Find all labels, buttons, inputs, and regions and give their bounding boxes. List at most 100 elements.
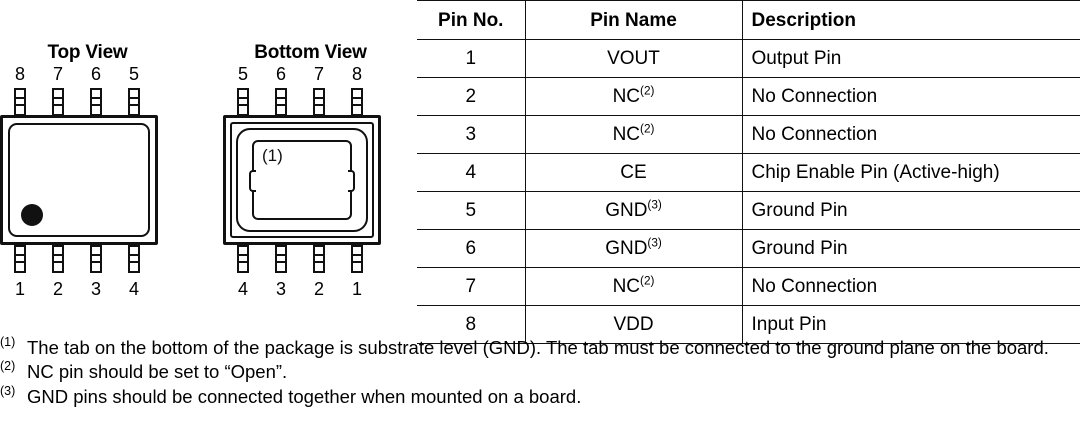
bottom-view-lead-1 xyxy=(351,245,363,273)
top-view-lead-7 xyxy=(52,88,64,116)
cell-pin-name: NC(2) xyxy=(525,77,743,116)
top-view-diagram: Top View 8 7 6 5 1 2 3 4 xyxy=(0,0,192,320)
pin-description-table: Pin No. Pin Name Description 1 VOUT Output… xyxy=(417,0,1080,344)
cell-pin-name: NC(2) xyxy=(525,267,743,306)
table-row: 8 VDD Input Pin xyxy=(417,305,1080,344)
cell-pin-no: 5 xyxy=(417,191,526,230)
bottom-view-pin-label-5: 5 xyxy=(237,64,248,84)
bottom-view-pin-label-4: 4 xyxy=(237,279,248,299)
cell-pin-name: VOUT xyxy=(525,39,743,78)
cell-description: Chip Enable Pin (Active-high) xyxy=(742,153,1080,192)
cell-description: No Connection xyxy=(742,115,1080,154)
table-row: 1 VOUT Output Pin xyxy=(417,39,1080,78)
bottom-view-pin-label-7: 7 xyxy=(313,64,324,84)
cell-pin-no: 4 xyxy=(417,153,526,192)
top-view-package-body xyxy=(0,115,158,245)
cell-description: Ground Pin xyxy=(742,191,1080,230)
pin-name-footnote-ref: (2) xyxy=(640,84,655,98)
table-header-row: Pin No. Pin Name Description xyxy=(417,0,1080,40)
pin-name-footnote-ref: (3) xyxy=(647,236,662,250)
footnote-text: NC pin should be set to “Open”. xyxy=(27,361,288,383)
cell-description: No Connection xyxy=(742,267,1080,306)
bottom-view-package-body: (1) xyxy=(223,115,381,245)
footnote-marker: (3) xyxy=(0,383,16,398)
column-header-pin-name: Pin Name xyxy=(525,0,743,40)
bottom-view-lead-5 xyxy=(237,88,249,116)
footnote-marker: (2) xyxy=(0,359,16,374)
top-view-lead-5 xyxy=(128,88,140,116)
pin-name-text: GND xyxy=(605,238,648,259)
top-view-lead-4 xyxy=(128,245,140,273)
footnote-marker: (1) xyxy=(0,335,16,349)
cell-pin-no: 3 xyxy=(417,115,526,154)
thermal-tab-notch-right xyxy=(348,170,355,192)
bottom-view-title: Bottom View xyxy=(254,42,367,63)
cell-pin-no: 1 xyxy=(417,39,526,78)
pin-name-footnote-ref: (2) xyxy=(640,122,655,136)
pin-name-text: NC xyxy=(612,124,641,145)
bottom-view-lead-3 xyxy=(275,245,287,273)
thermal-tab-footnote-ref: (1) xyxy=(262,146,283,165)
top-view-pin-label-8: 8 xyxy=(14,64,25,84)
footnote: (1) The tab on the bottom of the package … xyxy=(0,335,1080,359)
top-view-pin-label-6: 6 xyxy=(90,64,101,84)
cell-pin-no: 7 xyxy=(417,267,526,306)
table-row: 4 CE Chip Enable Pin (Active-high) xyxy=(417,153,1080,192)
bottom-view-pin-label-2: 2 xyxy=(313,279,324,299)
cell-description: Ground Pin xyxy=(742,229,1080,268)
cell-pin-no: 8 xyxy=(417,305,526,344)
cell-description: Input Pin xyxy=(742,305,1080,344)
top-view-pin-label-7: 7 xyxy=(52,64,63,84)
top-view-pin-label-2: 2 xyxy=(52,279,63,299)
bottom-view-pin-label-1: 1 xyxy=(351,279,362,299)
cell-pin-no: 6 xyxy=(417,229,526,268)
bottom-view-lead-4 xyxy=(237,245,249,273)
bottom-view-pin-label-6: 6 xyxy=(275,64,286,84)
top-view-pin-label-5: 5 xyxy=(128,64,139,84)
top-view-pin-label-4: 4 xyxy=(128,279,139,299)
cell-description: No Connection xyxy=(742,77,1080,116)
cell-pin-name: GND(3) xyxy=(525,191,743,230)
top-view-title: Top View xyxy=(47,42,128,63)
top-view-lead-1 xyxy=(14,245,26,273)
pin-name-footnote-ref: (2) xyxy=(640,274,655,288)
pin-name-text: VDD xyxy=(613,314,654,335)
bottom-view-diagram: Bottom View 5 6 7 8 (1) 4 3 2 1 xyxy=(195,0,395,320)
top-view-pin-label-3: 3 xyxy=(90,279,101,299)
pin-name-text: GND xyxy=(605,200,648,221)
pin-name-text: NC xyxy=(612,276,641,297)
footnote: (3)GND pins should be connected together… xyxy=(0,383,1080,408)
top-view-lead-3 xyxy=(90,245,102,273)
bottom-view-pin-label-8: 8 xyxy=(351,64,362,84)
cell-pin-name: VDD xyxy=(525,305,743,344)
pin-name-footnote-ref: (3) xyxy=(647,198,662,212)
cell-pin-name: GND(3) xyxy=(525,229,743,268)
bottom-view-lead-8 xyxy=(351,88,363,116)
footnote-text: The tab on the bottom of the package is … xyxy=(27,337,1049,358)
thermal-tab-pad: (1) xyxy=(252,140,352,220)
column-header-description: Description xyxy=(742,0,1080,40)
bottom-view-lead-2 xyxy=(313,245,325,273)
pin-name-text: VOUT xyxy=(607,48,660,69)
top-view-pin-label-1: 1 xyxy=(14,279,25,299)
bottom-view-lead-7 xyxy=(313,88,325,116)
cell-description: Output Pin xyxy=(742,39,1080,78)
thermal-tab-notch-left xyxy=(249,170,256,192)
footnote: (2) NC pin should be set to “Open”. xyxy=(0,359,1080,383)
top-view-lead-6 xyxy=(90,88,102,116)
pin-name-text: CE xyxy=(620,162,647,183)
bottom-view-pin-label-3: 3 xyxy=(275,279,286,299)
column-header-pin-no: Pin No. xyxy=(417,0,526,40)
package-diagrams: Top View 8 7 6 5 1 2 3 4 Bottom View 5 6… xyxy=(0,0,415,325)
bottom-view-lead-6 xyxy=(275,88,287,116)
footnotes: (1) The tab on the bottom of the package … xyxy=(0,335,1080,409)
cell-pin-name: CE xyxy=(525,153,743,192)
pin-name-text: NC xyxy=(612,86,641,107)
top-view-lead-8 xyxy=(14,88,26,116)
cell-pin-name: NC(2) xyxy=(525,115,743,154)
